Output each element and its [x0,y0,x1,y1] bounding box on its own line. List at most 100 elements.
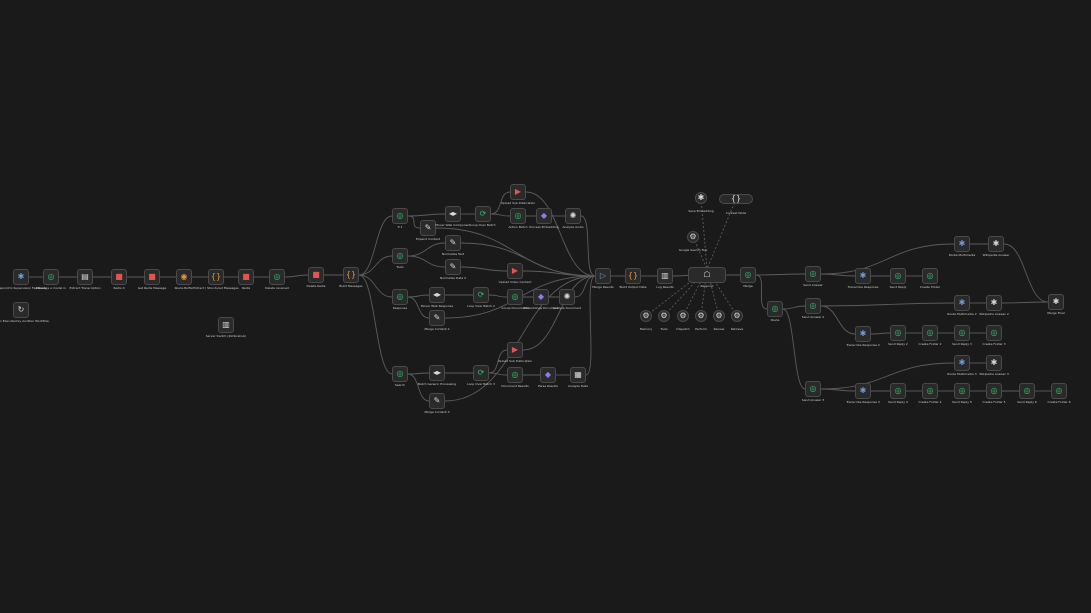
workflow-node[interactable]: ◎Merge [740,267,756,288]
workflow-node[interactable]: ▶Upload Sub Publication [498,342,532,363]
workflow-node[interactable]: ◎Send Reply 3 [952,325,972,346]
workflow-node[interactable]: ⚙Retrieve [731,310,743,331]
workflow-node[interactable]: ◉Route Buffer [175,269,193,290]
workflow-node[interactable]: ✎Normalize Text [442,235,464,256]
openai-icon: ◎ [958,386,966,395]
workflow-node[interactable]: ◎Create Folder 3 [982,325,1006,346]
workflow-node[interactable]: ◎Create Folder 6 [1047,383,1071,404]
workflow-node[interactable]: ▷Merge Results [592,268,614,289]
workflow-node[interactable]: ✱Respond to Supervision Feedback [0,269,46,290]
workflow-node[interactable]: ✎Merge Content 3 [424,393,450,414]
node-label: Send Reply [889,285,907,289]
node-label: Batch Generic Processing [417,382,457,386]
workflow-node[interactable]: ↻When Executed by Another Workflow [0,302,49,323]
workflow-node[interactable]: ▶Upload Sub Publication [501,184,535,205]
workflow-node[interactable]: ◎Create Folder 2 [918,325,942,346]
workflow-node[interactable]: {}Build Messages [339,267,363,288]
connection-line [782,308,806,390]
workflow-node[interactable]: ✱Route Multimedia [949,236,975,257]
node-label: Respond [700,284,714,288]
workflow-node[interactable]: ◎Send Answer 2 [802,298,824,319]
redis-icon: ■ [312,270,320,279]
openai-icon: ◎ [809,384,817,393]
workflow-node[interactable]: ✱Transcribe Response 2 [846,326,880,347]
workflow-node[interactable]: ◎ Send Reply [890,268,906,289]
connection-line [755,273,806,276]
workflow-node[interactable]: ◎Message a model in [36,269,66,290]
workflow-node[interactable]: ⚙Tools [658,310,670,331]
workflow-node[interactable]: ◆Process Embedding [529,208,559,229]
workflow-node[interactable]: ✱Route Multimedia 3 [947,355,977,376]
workflow-node[interactable]: ✺Analyze Audio [562,208,584,229]
workflow-node[interactable]: ◎Action Batch [509,208,527,229]
workflow-node[interactable]: ✱Transcribe Response 3 [846,383,880,404]
workflow-node[interactable]: ▦Analyze Data [568,367,588,388]
workflow-node[interactable]: ◎If 1 [392,208,408,229]
workflow-node[interactable]: ✱Wikipedia Answer 3 [979,355,1009,376]
workflow-node[interactable]: ◎Group Documents [501,289,529,310]
workflow-node[interactable]: ✱Transcribe Response [848,268,878,289]
workflow-node[interactable]: ✎Merge Content 2 [424,310,450,331]
workflow-node[interactable]: ◎Create Folder 4 [918,383,942,404]
connection-line [358,274,393,298]
workflow-node[interactable]: ✱Save Embedding [688,192,714,213]
workflow-node[interactable]: ■Delete Redis [307,267,325,288]
workflow-node[interactable]: ◎Document Results [501,367,529,388]
workflow-node[interactable]: ⟳Loop Over Batch [471,206,495,227]
node-label: Process Embedding [529,225,559,229]
workflow-node[interactable]: ◎Tools [392,248,408,269]
workflow-node[interactable]: ◂▸Mover Web Response [421,287,453,308]
workflow-node[interactable]: ✱Route Multimedia 2 [947,295,977,316]
workflow-node[interactable]: ◆Parse Results [538,367,558,388]
workflow-node[interactable]: {}Context Node [719,194,753,215]
workflow-node[interactable]: ⚙Memory [640,310,652,331]
node-label: Route Multimedia 3 [947,372,977,376]
workflow-node[interactable]: ◎Create Folder [920,268,940,289]
workflow-node[interactable]: ■Redis 0 [111,269,127,290]
workflow-node[interactable]: ⚙Perform [695,310,707,331]
embed-icon: ◆ [537,292,545,301]
openai-icon: ◎ [926,271,934,280]
workflow-node[interactable]: ▥Server Switch (Zimbrahub) [206,317,246,338]
workflow-node[interactable]: {}Build Output Data [619,268,647,289]
workflow-node[interactable]: ▥Log Results [656,268,674,289]
workflow-node[interactable]: ▤Extract Transcription [70,269,101,290]
workflow-node[interactable]: ◎Send Reply 2 [888,325,908,346]
workflow-node[interactable]: ◎Delete received [265,269,289,290]
loop-icon: ⟳ [477,290,485,299]
workflow-node[interactable]: ◎Search [392,366,408,387]
openai-icon: ◎ [926,386,934,395]
workflow-node[interactable]: ▶Upload Video Content [499,263,531,284]
workflow-node[interactable]: ✎Expand Content [416,220,440,241]
workflow-node[interactable]: ✱Wikipedia Answer [983,236,1009,257]
workflow-node[interactable]: ◎Send Reply 4 [888,383,908,404]
workflow-node[interactable]: ✺Analyze Document [553,289,581,310]
workflow-node[interactable]: ◎Response [392,289,408,310]
workflow-node[interactable]: ⟳Loop Over Batch 2 [467,287,495,308]
workflow-node[interactable]: ■Redis [238,269,254,290]
workflow-node[interactable]: ⟳Loop Over Batch 3 [467,365,495,386]
workflow-node[interactable]: ◎Route [767,301,783,322]
workflow-node[interactable]: ◂▸Batch Generic Processing [418,365,456,386]
workflow-node[interactable]: ⚙Dispatch [676,310,690,331]
openai-icon: ◎ [894,271,902,280]
workflow-node[interactable]: ⚙Review [713,310,725,331]
workflow-node[interactable]: ◎Send Reply 5 [952,383,972,404]
workflow-node[interactable]: ✱Wikipedia Answer 2 [979,295,1009,316]
workflow-node[interactable]: ◎Send Answer [803,266,823,287]
workflow-node[interactable]: {}Extract / Structured Messages [193,269,239,290]
workflow-node[interactable]: ☖Respond [688,267,726,288]
connection-line [580,215,596,277]
workflow-node[interactable]: ⚙Google Search Tool [679,231,707,252]
workflow-node[interactable]: ✱Merge Final [1047,294,1065,315]
workflow-node[interactable]: ■Get Redis Message [138,269,166,290]
workflow-node[interactable]: ✎Normalize Data 2 [440,259,466,280]
workflow-node[interactable]: ◎Create Folder 5 [982,383,1006,404]
workflow-node[interactable]: ◆Embeddings Document [523,289,559,310]
workflow-node[interactable]: ◂▸Mover Web Component [435,206,471,227]
workflow-node[interactable]: ◎Send Answer 3 [802,381,824,402]
openai-icon: ◎ [396,369,404,378]
node-label: Tools [660,327,668,331]
workflow-node[interactable]: ◎Send Reply 6 [1017,383,1037,404]
